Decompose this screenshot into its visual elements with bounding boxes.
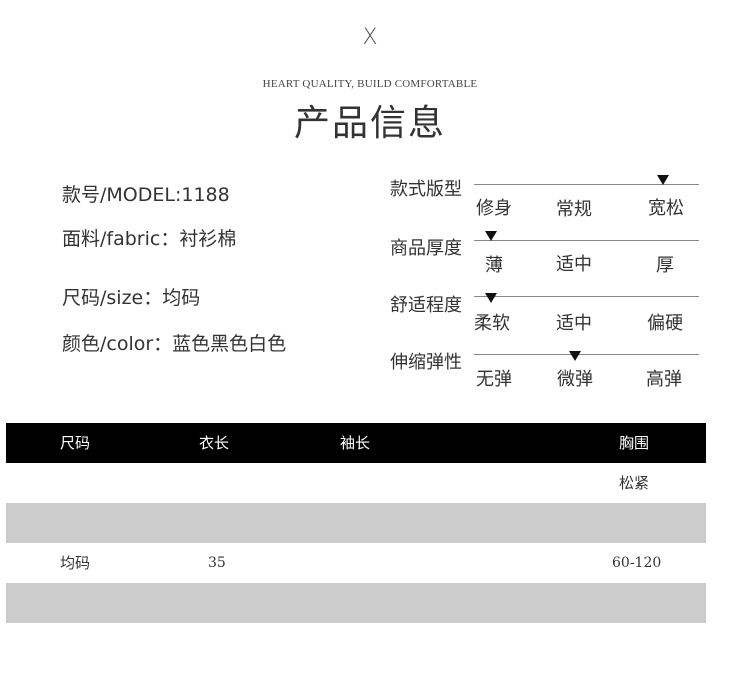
rating-thickness-label: 商品厚度 <box>390 238 462 259</box>
rating-stretch-option-1: 无弹 <box>476 369 512 390</box>
header-sleeve: 袖长 <box>340 434 371 452</box>
rating-thickness-option-1: 薄 <box>485 255 503 276</box>
rating-comfort-option-2: 适中 <box>556 313 592 334</box>
rating-thickness-option-3: 厚 <box>656 255 674 276</box>
rating-style-label: 款式版型 <box>390 179 462 200</box>
header-chest: 胸围 <box>619 434 650 452</box>
table-row <box>6 583 706 623</box>
table-header-row: 尺码 衣长 袖长 胸围 <box>6 423 706 463</box>
header-size: 尺码 <box>60 434 91 452</box>
table-row <box>6 503 706 543</box>
rating-stretch-option-3: 高弹 <box>646 369 682 390</box>
rating-thickness-marker <box>485 231 497 241</box>
rating-style-option-2: 常规 <box>556 199 592 220</box>
rating-comfort-option-1: 柔软 <box>474 313 510 334</box>
rating-style-line <box>474 184 699 185</box>
spec-color: 颜色/color：蓝色黑色白色 <box>62 333 287 355</box>
rating-style-option-3: 宽松 <box>648 198 684 219</box>
table-row: 均码 35 60-120 <box>60 554 662 572</box>
size-table: 尺码 衣长 袖长 胸围 松紧 均码 35 60-120 <box>6 423 706 623</box>
rating-comfort-line <box>474 296 699 297</box>
rating-stretch-marker <box>569 351 581 361</box>
rating-stretch-option-2: 微弹 <box>557 369 593 390</box>
spec-model: 款号/MODEL:1188 <box>62 184 230 206</box>
tagline: HEART QUALITY, BUILD COMFORTABLE <box>262 78 478 90</box>
rating-stretch-line <box>474 354 699 355</box>
rating-comfort-label: 舒适程度 <box>390 295 462 316</box>
table-row: 松紧 <box>619 474 650 492</box>
rating-stretch-label: 伸缩弹性 <box>390 352 462 373</box>
rating-thickness-option-2: 适中 <box>556 254 592 275</box>
rating-comfort-option-3: 偏硬 <box>647 313 683 334</box>
spec-fabric: 面料/fabric：衬衫棉 <box>62 228 237 250</box>
rating-style-option-1: 修身 <box>476 198 512 219</box>
header-length: 衣长 <box>199 434 230 452</box>
spec-size: 尺码/size：均码 <box>62 287 201 309</box>
page-title: 产品信息 <box>293 103 446 144</box>
rating-comfort-marker <box>485 293 497 303</box>
close-mark: X <box>362 25 378 50</box>
rating-style-marker <box>657 175 669 185</box>
rating-thickness-line <box>474 240 699 241</box>
